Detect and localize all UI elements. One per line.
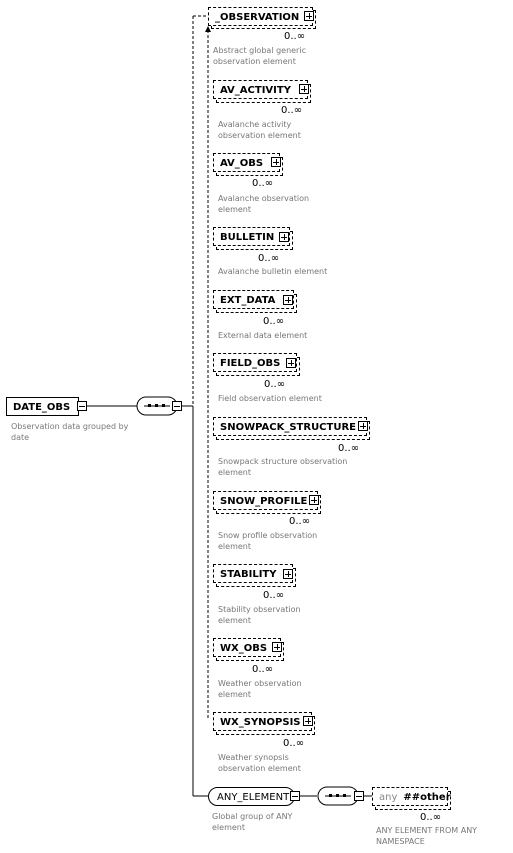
- element-description: Snowpack structure observation element: [218, 457, 348, 477]
- element-description: Abstract global generic observation elem…: [213, 46, 306, 66]
- cardinality: 0..∞: [264, 379, 286, 390]
- element-box-field-obs[interactable]: FIELD_OBS: [213, 353, 297, 372]
- collapse-sequence-toggle[interactable]: [172, 401, 182, 411]
- group-collapse-toggle[interactable]: [290, 791, 300, 801]
- element-name: SNOWPACK_STRUCTURE: [220, 422, 356, 433]
- element-name: EXT_DATA: [220, 295, 276, 306]
- cardinality: 0..∞: [258, 253, 280, 264]
- any-prefix: any: [379, 792, 398, 803]
- any-namespace: ##other: [403, 792, 451, 803]
- element-box-snow-profile[interactable]: SNOW_PROFILE: [213, 491, 318, 510]
- element-name: SNOW_PROFILE: [220, 496, 308, 507]
- expand-icon[interactable]: [279, 232, 289, 242]
- expand-icon[interactable]: [283, 569, 293, 579]
- element-description: Weather observation element: [218, 679, 302, 699]
- element-box-stability[interactable]: STABILITY: [213, 564, 293, 583]
- collapse-any-sequence-toggle[interactable]: [354, 791, 364, 801]
- element-box-ext-data[interactable]: EXT_DATA: [213, 290, 294, 309]
- expand-icon[interactable]: [271, 157, 281, 167]
- cardinality: 0..∞: [252, 664, 274, 675]
- expand-icon[interactable]: [283, 295, 293, 305]
- expand-icon[interactable]: [272, 642, 282, 652]
- element-name: _OBSERVATION: [215, 12, 300, 23]
- element-box-bulletin[interactable]: BULLETIN: [213, 227, 290, 246]
- element-box-wx-synopsis[interactable]: WX_SYNOPSIS: [213, 712, 312, 731]
- element-box-av-obs[interactable]: AV_OBS: [213, 153, 280, 172]
- element-description: Avalanche observation element: [218, 194, 310, 214]
- element-description: Avalanche bulletin element: [218, 267, 328, 276]
- expand-icon[interactable]: [309, 495, 319, 505]
- element-box-snowpack-structure[interactable]: SNOWPACK_STRUCTURE: [213, 417, 367, 436]
- element-name: AV_ACTIVITY: [220, 85, 291, 96]
- element-name: WX_OBS: [220, 643, 268, 654]
- root-element-box[interactable]: DATE_OBS: [6, 397, 79, 416]
- element-box-wx-obs[interactable]: WX_OBS: [213, 638, 281, 657]
- element-name: STABILITY: [220, 569, 277, 580]
- element-description: Avalanche activity observation element: [218, 120, 301, 140]
- element-description: External data element: [218, 331, 308, 340]
- group-name: ANY_ELEMENT: [217, 792, 290, 803]
- cardinality: 0..∞: [338, 443, 360, 454]
- root-collapse-toggle[interactable]: [77, 401, 87, 411]
- any-description: ANY ELEMENT FROM ANY NAMESPACE: [376, 826, 478, 846]
- group-description: Global group of ANY element: [212, 812, 293, 832]
- arrow-icon: [205, 26, 211, 32]
- cardinality: 0..∞: [420, 812, 442, 823]
- element-description: Weather synopsis observation element: [218, 753, 301, 773]
- cardinality: 0..∞: [289, 516, 311, 527]
- expand-icon[interactable]: [299, 84, 309, 94]
- cardinality: 0..∞: [263, 590, 285, 601]
- sequence-symbol-any: [317, 786, 359, 806]
- element-box-observation[interactable]: _OBSERVATION: [208, 7, 313, 26]
- cardinality: 0..∞: [252, 178, 274, 189]
- cardinality: 0..∞: [284, 31, 306, 42]
- element-box-av-activity[interactable]: AV_ACTIVITY: [213, 80, 308, 99]
- element-description: Snow profile observation element: [218, 531, 318, 551]
- cardinality: 0..∞: [263, 316, 285, 327]
- cardinality: 0..∞: [283, 738, 305, 749]
- cardinality: 0..∞: [281, 105, 303, 116]
- root-description: Observation data grouped by date: [11, 422, 129, 442]
- expand-icon[interactable]: [304, 11, 314, 21]
- element-description: Stability observation element: [218, 605, 301, 625]
- element-name: AV_OBS: [220, 158, 264, 169]
- expand-icon[interactable]: [358, 421, 368, 431]
- group-box-any-element[interactable]: ANY_ELEMENT: [208, 787, 295, 806]
- any-wildcard-box[interactable]: any ##other: [372, 787, 451, 806]
- expand-icon[interactable]: [303, 716, 313, 726]
- element-name: FIELD_OBS: [220, 358, 281, 369]
- element-name: BULLETIN: [220, 232, 275, 243]
- sequence-symbol-main: [136, 396, 178, 416]
- element-name: WX_SYNOPSIS: [220, 717, 301, 728]
- element-description: Field observation element: [218, 394, 322, 403]
- expand-icon[interactable]: [286, 358, 296, 368]
- root-element-name: DATE_OBS: [13, 402, 71, 413]
